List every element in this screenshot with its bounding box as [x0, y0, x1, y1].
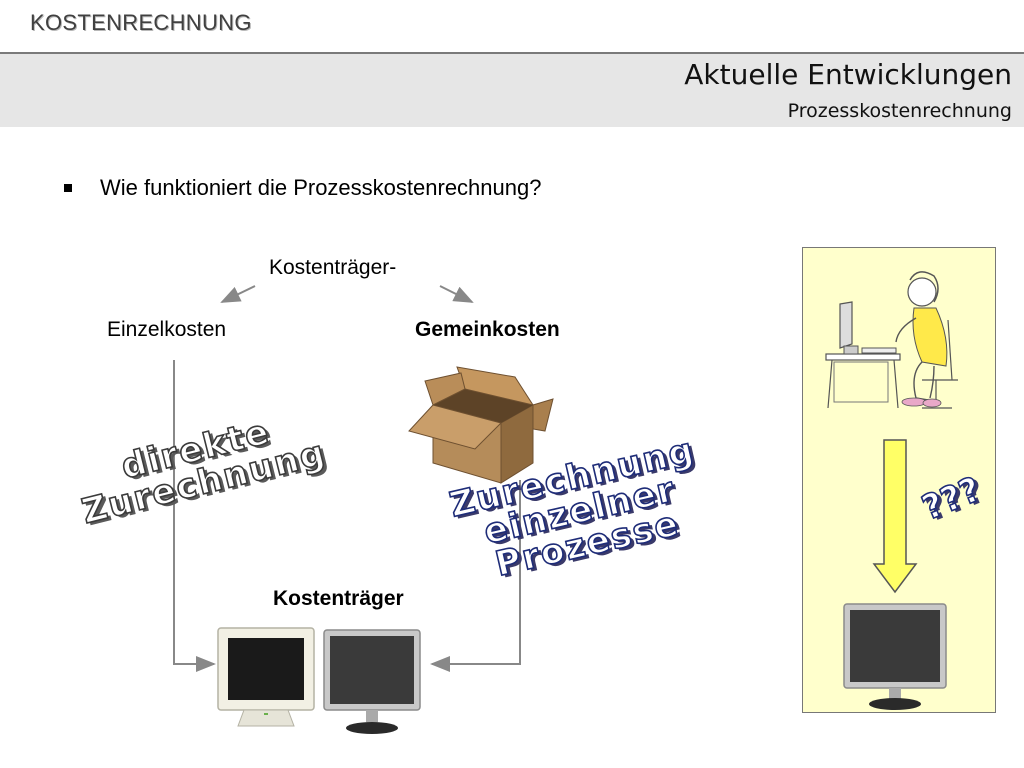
section-label: KOSTENRECHNUNG — [30, 10, 252, 35]
bullet-marker — [64, 184, 72, 192]
direct-costs-label: Einzelkosten — [107, 318, 227, 341]
process-allocation-path — [430, 480, 521, 672]
monitor-light-icon — [217, 627, 315, 727]
bullet-text: Wie funktioniert die Prozesskostenrechnu… — [100, 175, 542, 200]
overhead-costs-label: Gemeinkosten — [415, 318, 560, 341]
person-at-computer-icon — [825, 271, 958, 409]
cost-carrier-bottom-label: Kostenträger — [273, 587, 404, 610]
split-arrow-left — [220, 285, 256, 303]
split-arrow-right — [439, 285, 474, 303]
title-band — [0, 54, 1024, 127]
monitor-dark-icon — [323, 629, 421, 734]
slide-subtitle: Prozesskostenrechnung — [787, 100, 1012, 122]
header-divider — [0, 52, 1024, 54]
cardboard-box-icon — [408, 366, 554, 484]
monitor-panel-icon — [843, 603, 947, 710]
down-arrow-icon — [872, 439, 918, 594]
slide-title: Aktuelle Entwicklungen — [684, 58, 1012, 91]
direct-allocation-path — [173, 360, 216, 672]
cost-carrier-top-label: Kostenträger- — [269, 256, 397, 279]
